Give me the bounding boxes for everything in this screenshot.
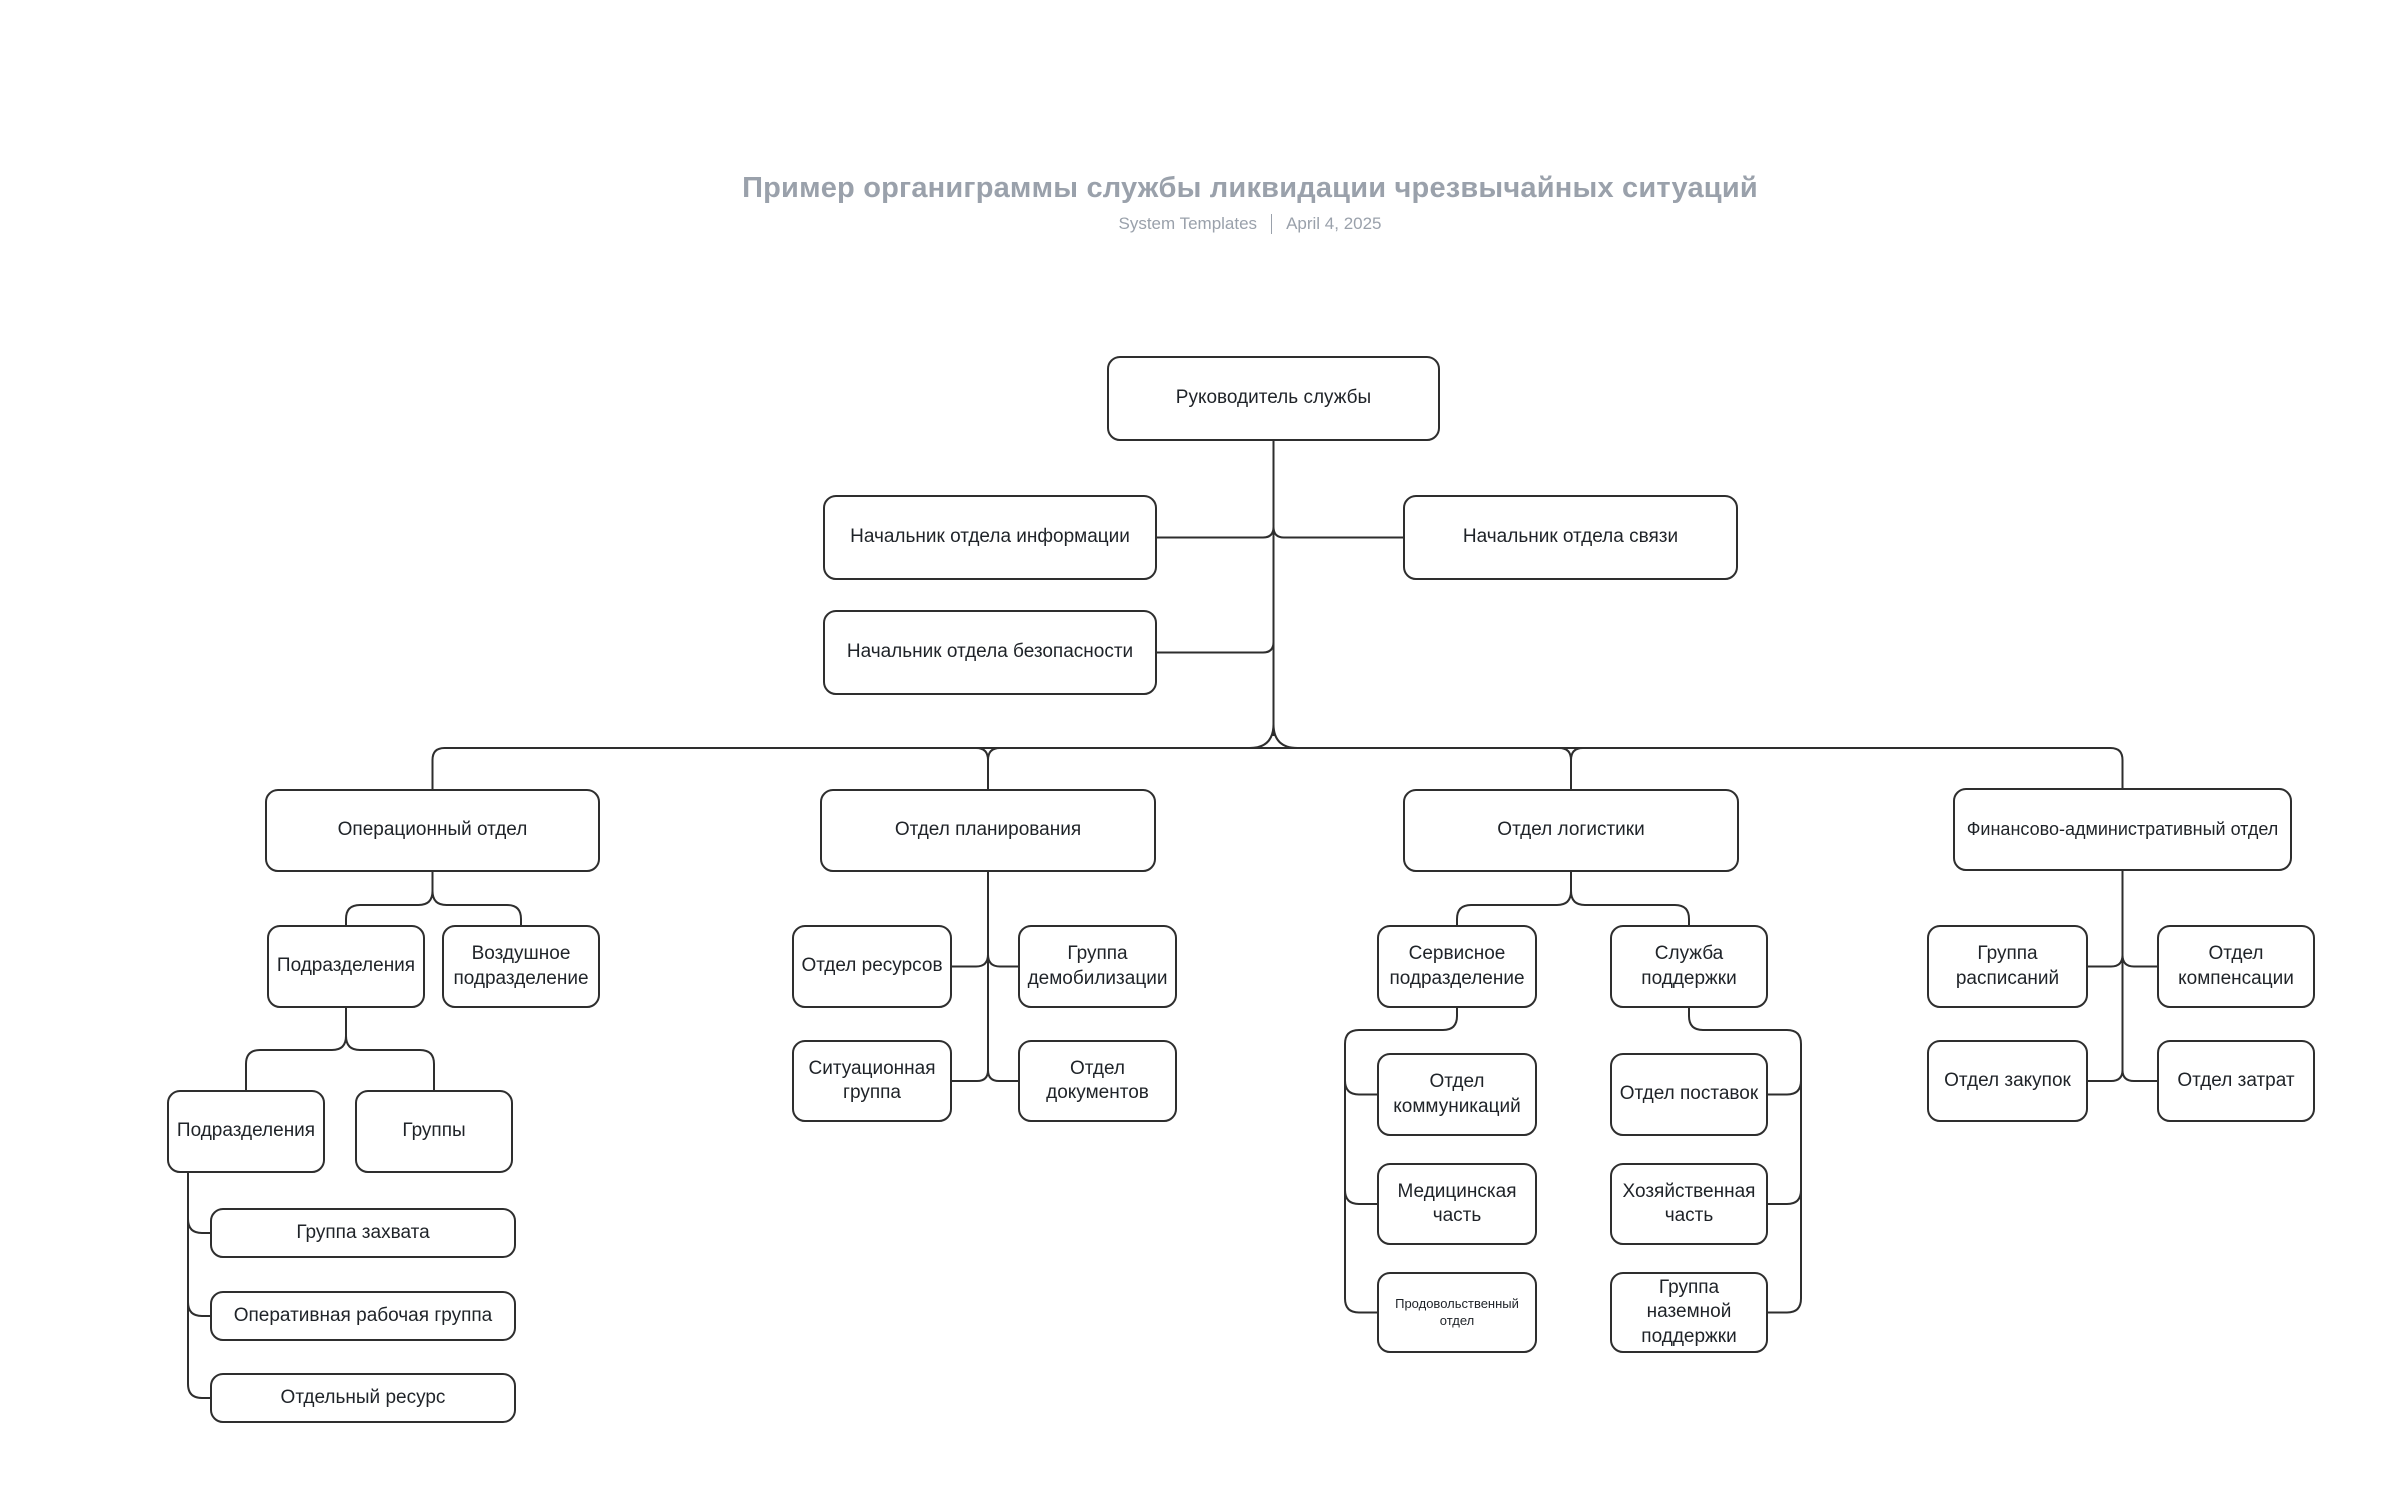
node-ops-units-2: Подразделения <box>167 1090 325 1173</box>
node-single-resource: Отдельный ресурс <box>210 1373 516 1423</box>
node-food-dept: Продовольственный отдел <box>1377 1272 1537 1353</box>
node-situation-group: Ситуационная группа <box>792 1040 952 1122</box>
node-support-service: Служба поддержки <box>1610 925 1768 1008</box>
node-costs-dept: Отдел затрат <box>2157 1040 2315 1122</box>
node-schedules-group: Группа расписаний <box>1927 925 2088 1008</box>
node-supply-dept: Отдел поставок <box>1610 1053 1768 1136</box>
connector-logistics-split <box>1456 872 1690 925</box>
node-resources-dept: Отдел ресурсов <box>792 925 952 1008</box>
node-compensation-dept: Отдел компенсации <box>2157 925 2315 1008</box>
node-service-head: Руководитель службы <box>1107 356 1440 441</box>
connector-service-feeder <box>1344 1008 1458 1314</box>
node-demob-group: Группа демобилизации <box>1018 925 1177 1008</box>
node-logistics-dept: Отдел логистики <box>1403 789 1739 872</box>
connector-finance-trunk <box>2088 871 2157 1082</box>
connector-assistants <box>1157 526 1403 654</box>
node-capture-group: Группа захвата <box>210 1208 516 1258</box>
connector-department-rail <box>431 747 2124 789</box>
node-operations-dept: Операционный отдел <box>265 789 600 872</box>
date-label: April 4, 2025 <box>1286 214 1382 233</box>
node-ops-units-1: Подразделения <box>267 925 425 1008</box>
subtitle-divider <box>1271 214 1273 234</box>
node-documents-dept: Отдел документов <box>1018 1040 1177 1122</box>
connector-planning-trunk <box>952 872 1018 1082</box>
node-household-unit: Хозяйственная часть <box>1610 1163 1768 1245</box>
node-info-chief: Начальник отдела информации <box>823 495 1157 580</box>
node-finance-dept: Финансово-административный отдел <box>1953 788 2292 871</box>
chart-subtitle: System Templates April 4, 2025 <box>150 214 2350 234</box>
node-ground-support-group: Группа наземной поддержки <box>1610 1272 1768 1353</box>
node-service-unit: Сервисное подразделение <box>1377 925 1537 1008</box>
node-medical-unit: Медицинская часть <box>1377 1163 1537 1245</box>
connector-planning-drop <box>975 747 1001 789</box>
node-security-chief: Начальник отдела безопасности <box>823 610 1157 695</box>
chart-title: Пример органиграммы службы ликвидации чр… <box>742 172 1758 204</box>
node-air-unit: Воздушное подразделение <box>442 925 600 1008</box>
connector-units-feeder <box>187 1173 210 1399</box>
node-task-force: Оперативная рабочая группа <box>210 1291 516 1341</box>
node-comms-chief: Начальник отдела связи <box>1403 495 1738 580</box>
connector-support-feeder <box>1688 1008 1802 1314</box>
connector-root-trunk <box>1249 441 1298 749</box>
brand-label: System Templates <box>1118 214 1258 233</box>
node-groups: Группы <box>355 1090 513 1173</box>
connector-units-split <box>245 1008 435 1090</box>
node-planning-dept: Отдел планирования <box>820 789 1156 872</box>
connector-logistics-drop <box>1558 747 1584 789</box>
chart-header: Пример органиграммы службы ликвидации чр… <box>150 172 2350 234</box>
connector-operations-split <box>345 872 522 925</box>
node-procurement-dept: Отдел закупок <box>1927 1040 2088 1122</box>
node-communications-dept: Отдел коммуникаций <box>1377 1053 1537 1136</box>
